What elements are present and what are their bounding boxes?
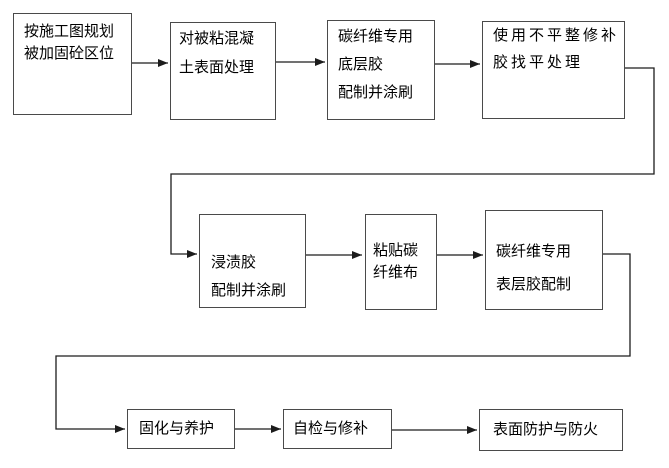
node-curing-maintenance: 固化与养护 xyxy=(127,409,235,449)
node-layout-planning: 按施工图规划 被加固砼区位 xyxy=(13,13,132,115)
edge-n4-n5 xyxy=(170,67,655,258)
edge-n7-n8 xyxy=(55,253,631,433)
node-leveling-repair: 使用不平整修补 胶找平处理 xyxy=(482,21,625,119)
node-fire-protection: 表面防护与防火 xyxy=(479,409,623,451)
node-inspection-repair: 自检与修补 xyxy=(283,409,392,449)
node-primer-glue-coating: 碳纤维专用 底层胶 配制并涂刷 xyxy=(327,20,435,120)
node-cfrp-pasting: 粘贴碳 纤维布 xyxy=(365,214,437,310)
node-surface-treatment: 对被粘混凝 土表面处理 xyxy=(170,22,276,120)
node-topcoat-glue: 碳纤维专用 表层胶配制 xyxy=(485,210,603,310)
node-impregnation-glue: 浸渍胶 配制并涂刷 xyxy=(199,214,306,308)
